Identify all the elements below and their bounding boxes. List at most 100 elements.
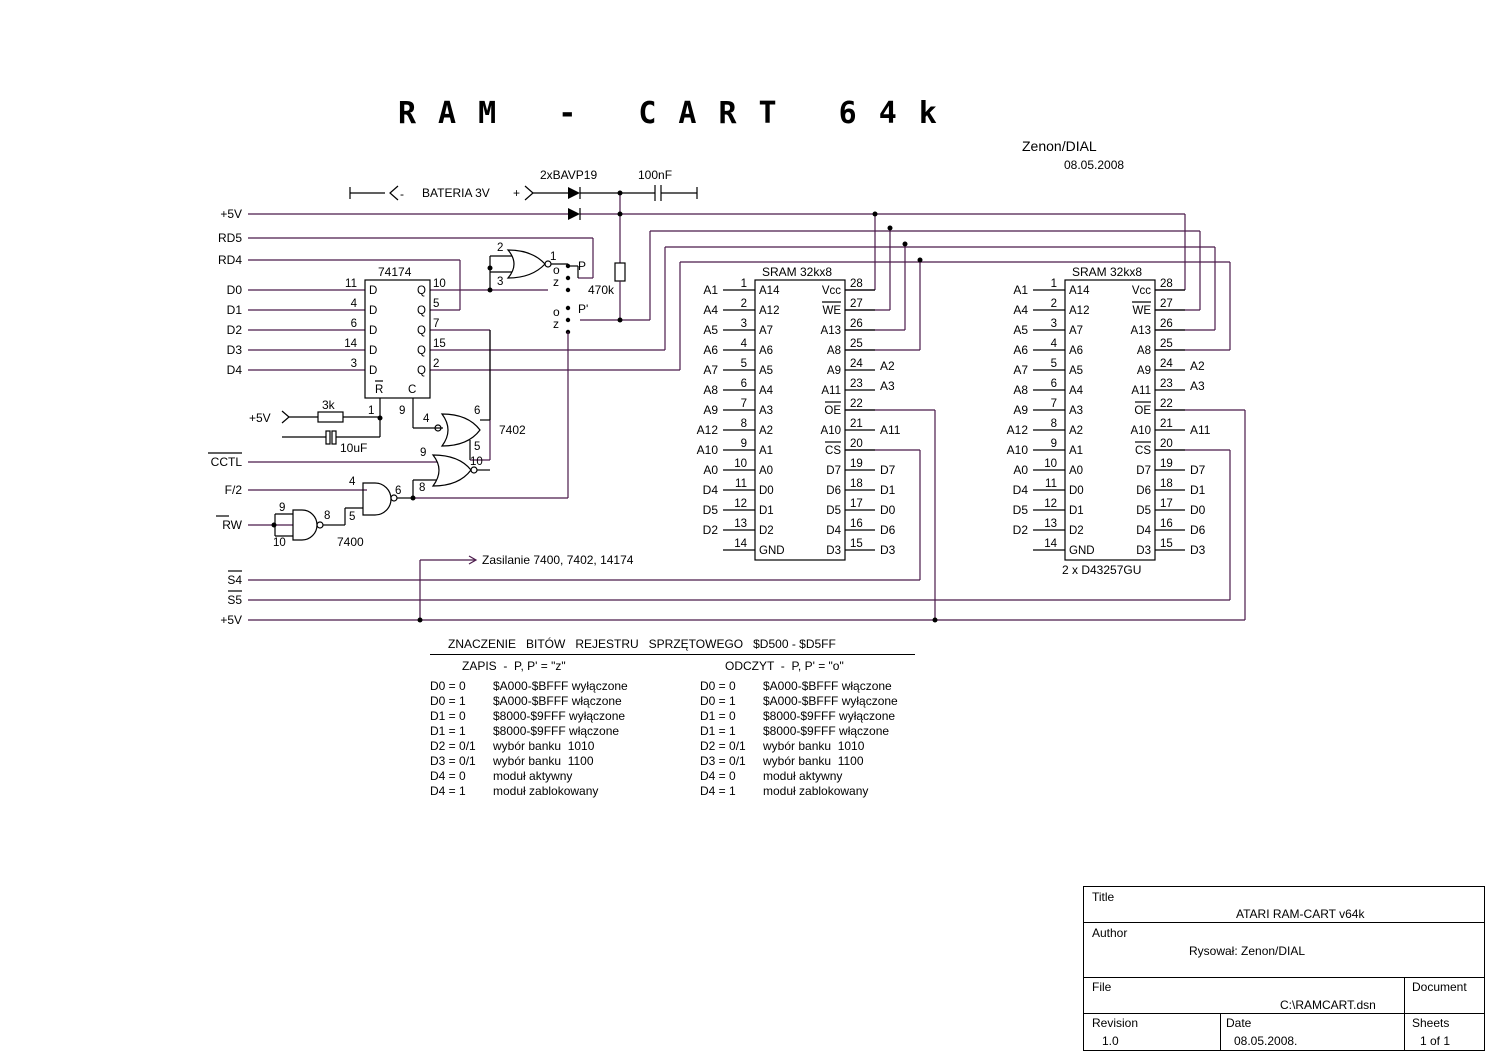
left-signal-label: RD5 bbox=[218, 231, 242, 245]
chip-74174-body bbox=[364, 279, 431, 399]
sram-pin-number: 25 bbox=[850, 338, 863, 350]
title-block: Title ATARI RAM-CART v64k Author Rysował… bbox=[1083, 886, 1485, 1051]
sram-signal: A9 bbox=[703, 403, 718, 417]
switch-p bbox=[565, 263, 579, 293]
notes-meaning: $8000-$9FFF wyłączone bbox=[493, 709, 626, 723]
notes-row: D1 = 1$8000-$9FFF włączone bbox=[430, 724, 628, 739]
sram-pin-name: A12 bbox=[759, 305, 779, 317]
tb-sheets-value: 1 of 1 bbox=[1420, 1034, 1451, 1048]
sram-pin-name: D0 bbox=[1069, 485, 1084, 497]
tb-file-value: C:\RAMCART.dsn bbox=[1280, 998, 1376, 1012]
notes-meaning: moduł zablokowany bbox=[763, 784, 869, 798]
header-date: 08.05.2008 bbox=[1064, 158, 1125, 172]
notes-bit: D2 = 0/1 bbox=[430, 739, 476, 753]
tb-date-value: 08.05.2008. bbox=[1234, 1034, 1298, 1048]
sram-signal: D7 bbox=[1190, 463, 1206, 477]
sram-pin-name: A6 bbox=[759, 345, 773, 357]
resistor-3k-label: 3k bbox=[322, 398, 336, 412]
sram-pin-number: 3 bbox=[1051, 318, 1057, 330]
notes-meaning: wybór banku 1100 bbox=[493, 754, 594, 768]
notes-meaning: $A000-$BFFF wyłączone bbox=[763, 694, 898, 708]
sram-pin-name: D7 bbox=[1136, 465, 1151, 477]
notes-meaning: $A000-$BFFF włączone bbox=[763, 679, 892, 693]
sram-pin-number: 7 bbox=[741, 398, 747, 410]
sram-pin-number: 18 bbox=[1160, 478, 1173, 490]
ff-pin-name: Q bbox=[417, 285, 426, 297]
sram-pin-number: 27 bbox=[1160, 298, 1173, 310]
sram-pin-name: A1 bbox=[759, 445, 773, 457]
sram-signal: A1 bbox=[1013, 283, 1028, 297]
switch-p-prime bbox=[413, 305, 571, 499]
tb-line-3 bbox=[1084, 1013, 1484, 1014]
sram-signal: D6 bbox=[1190, 523, 1206, 537]
sram-signal: A5 bbox=[703, 323, 718, 337]
sram-pin-name: A3 bbox=[1069, 405, 1083, 417]
sram-signal: D5 bbox=[703, 503, 719, 517]
notes-bit: D0 = 0 bbox=[430, 679, 466, 693]
sram-pin-number: 17 bbox=[1160, 498, 1173, 510]
sram-pin-number: 2 bbox=[741, 298, 747, 310]
sram-pin-name: OE bbox=[1134, 405, 1151, 417]
sram-pin-number: 21 bbox=[1160, 418, 1173, 430]
ff-pin-name: Q bbox=[417, 325, 426, 337]
sram-signal: A6 bbox=[703, 343, 718, 357]
sram-pin-name: D6 bbox=[826, 485, 841, 497]
sram-pin-number: 18 bbox=[850, 478, 863, 490]
nand-gate-f2 bbox=[330, 482, 413, 526]
gate-cctl-pin-out: 10 bbox=[470, 456, 483, 468]
sram-signal: D2 bbox=[703, 523, 719, 537]
sram-pin-name: D2 bbox=[1069, 525, 1084, 537]
notes-meaning: moduł aktywny bbox=[763, 769, 843, 783]
sram-pin-number: 24 bbox=[850, 358, 863, 370]
notes-meaning: $8000-$9FFF włączone bbox=[763, 724, 890, 738]
bottom-signal-label: S4 bbox=[227, 573, 242, 587]
tb-vline-1 bbox=[1404, 977, 1405, 1050]
power-note: Zasilanie 7400, 7402, 14174 bbox=[482, 553, 634, 567]
switch-p-z: z bbox=[553, 275, 559, 289]
nor-mid-pin-in: 4 bbox=[423, 413, 430, 425]
sram-pin-name: D1 bbox=[1069, 505, 1084, 517]
sram-pin-number: 28 bbox=[1160, 278, 1173, 290]
sram-pin-number: 28 bbox=[850, 278, 863, 290]
sram-signal: A1 bbox=[703, 283, 718, 297]
sram-pin-name: GND bbox=[1069, 545, 1095, 557]
sram-signal: A12 bbox=[1007, 423, 1029, 437]
sram-pin-number: 7 bbox=[1051, 398, 1057, 410]
sram-pin-number: 21 bbox=[850, 418, 863, 430]
nand-rw-pin-a: 9 bbox=[279, 502, 285, 514]
battery-circuit bbox=[349, 185, 698, 321]
sram-pin-number: 10 bbox=[1044, 458, 1057, 470]
sram-pin-name: D3 bbox=[826, 545, 841, 557]
notes-bit: D0 = 1 bbox=[700, 694, 736, 708]
sram-pin-name: A7 bbox=[759, 325, 773, 337]
resistor-470k-label: 470k bbox=[588, 283, 615, 297]
tb-date-label: Date bbox=[1226, 1016, 1252, 1030]
tb-author-value: Rysował: Zenon/DIAL bbox=[1189, 944, 1306, 958]
sram-signal: A10 bbox=[1007, 443, 1029, 457]
sram-pin-number: 12 bbox=[734, 498, 747, 510]
sram-signal: D3 bbox=[1190, 543, 1206, 557]
notes-bit: D0 = 1 bbox=[430, 694, 466, 708]
notes-row: D0 = 1 $A000-$BFFF wyłączone bbox=[700, 694, 898, 709]
sram-pin-name: A6 bbox=[1069, 345, 1083, 357]
sram-pin-number: 27 bbox=[850, 298, 863, 310]
sram-signal: A4 bbox=[1013, 303, 1028, 317]
sram-pin-name: A14 bbox=[759, 285, 780, 297]
sram-label: SRAM 32kx8 bbox=[1072, 265, 1142, 279]
ff-pin-name: Q bbox=[417, 345, 426, 357]
sram-pin-number: 1 bbox=[741, 278, 747, 290]
sram-pin-name: Vcc bbox=[1132, 285, 1151, 297]
sram-pin-name: D5 bbox=[826, 505, 841, 517]
chip-74174-c: C bbox=[408, 384, 416, 396]
sram-pin-number: 9 bbox=[741, 438, 747, 450]
notes-rule bbox=[430, 654, 915, 655]
sram-signal: D3 bbox=[880, 543, 896, 557]
sram-pin-name: A10 bbox=[1131, 425, 1151, 437]
sram-signal: A2 bbox=[880, 359, 895, 373]
sram-pin-name: A3 bbox=[759, 405, 773, 417]
